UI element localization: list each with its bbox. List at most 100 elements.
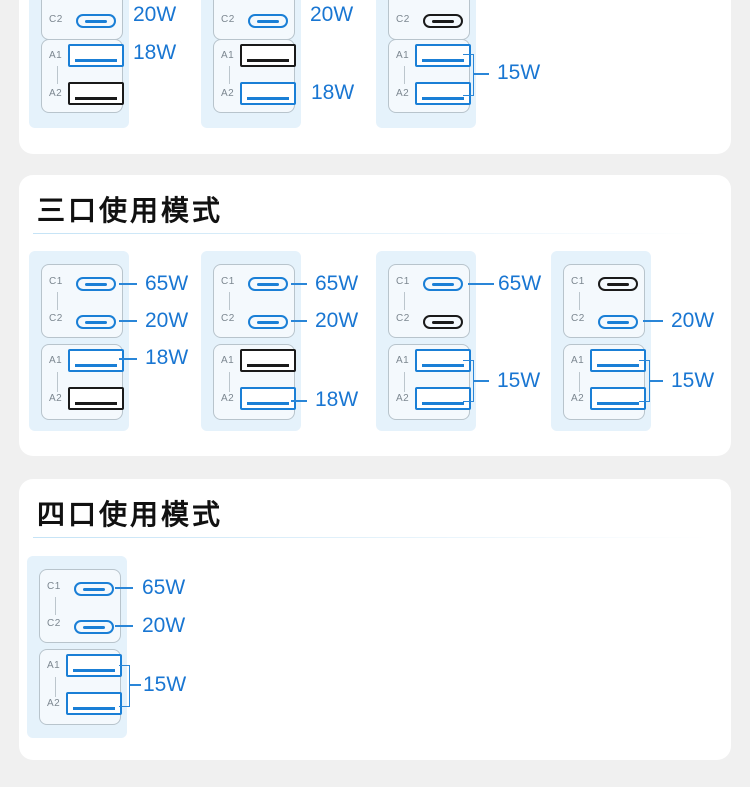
power-c1: 65W bbox=[145, 272, 189, 295]
type-a-port-group: A1 A2 bbox=[213, 344, 296, 420]
power-a2: 18W bbox=[311, 81, 355, 104]
port-label-a1: A1 bbox=[396, 50, 410, 61]
power-a2: 18W bbox=[315, 388, 359, 411]
power-a1-a2: 15W bbox=[143, 673, 187, 696]
usb-c-port-c2 bbox=[76, 315, 116, 329]
usb-c-port-c2 bbox=[248, 315, 288, 329]
usb-c-port-c2 bbox=[76, 14, 116, 28]
usb-c-port-c2 bbox=[74, 620, 114, 634]
port-label-a1: A1 bbox=[49, 50, 63, 61]
type-a-port-group: A1 A2 bbox=[39, 649, 122, 725]
usb-a-port-a1 bbox=[590, 349, 646, 372]
port-label-a2: A2 bbox=[396, 393, 410, 404]
usb-c-port-c2 bbox=[423, 315, 463, 329]
power-c1: 65W bbox=[498, 272, 542, 295]
mode-diagram: C2 A1 A2 bbox=[376, 0, 476, 128]
usb-a-port-a2 bbox=[240, 82, 296, 105]
type-c-port-group: C1 C2 bbox=[563, 264, 645, 338]
section-title: 三口使用模式 bbox=[37, 194, 224, 227]
port-label-a1: A1 bbox=[396, 355, 410, 366]
port-label-c2: C2 bbox=[571, 313, 585, 324]
usb-c-port-c1 bbox=[76, 277, 116, 291]
mode-diagram: C2 A1 A2 bbox=[201, 0, 301, 128]
power-c2: 20W bbox=[145, 309, 189, 332]
power-a1: 18W bbox=[145, 346, 189, 369]
usb-a-port-a1 bbox=[415, 44, 471, 67]
four-port-mode-card: 四口使用模式 C1 C2 A1 A2 65W 20W 15W bbox=[19, 479, 731, 760]
port-label-c1: C1 bbox=[47, 581, 61, 592]
type-c-port-group: C1 C2 bbox=[213, 264, 295, 338]
port-label-c2: C2 bbox=[49, 14, 63, 25]
power-c2: 20W bbox=[142, 614, 186, 637]
port-label-a2: A2 bbox=[49, 88, 63, 99]
type-c-port-group: C1 C2 bbox=[39, 569, 121, 643]
port-label-c2: C2 bbox=[396, 313, 410, 324]
type-a-port-group: A1 A2 bbox=[41, 39, 124, 113]
mode-diagram: C1 C2 A1 A2 bbox=[201, 251, 301, 431]
port-label-a2: A2 bbox=[221, 88, 235, 99]
usb-c-port-c2 bbox=[598, 315, 638, 329]
port-label-c2: C2 bbox=[47, 618, 61, 629]
type-a-port-group: A1 A2 bbox=[213, 39, 296, 113]
usb-a-port-a2 bbox=[415, 82, 471, 105]
two-port-mode-card: C2 A1 A2 20W 18W C2 A1 A2 20W 18W bbox=[19, 0, 731, 154]
usb-a-port-a1 bbox=[68, 44, 124, 67]
usb-a-port-a1 bbox=[240, 349, 296, 372]
usb-a-port-a2 bbox=[68, 82, 124, 105]
mode-diagram: C1 C2 A1 A2 bbox=[551, 251, 651, 431]
usb-a-port-a1 bbox=[68, 349, 124, 372]
usb-a-port-a1 bbox=[240, 44, 296, 67]
usb-c-port-c1 bbox=[248, 277, 288, 291]
usb-a-port-a2 bbox=[415, 387, 471, 410]
port-label-a1: A1 bbox=[571, 355, 585, 366]
port-label-a2: A2 bbox=[221, 393, 235, 404]
port-label-a2: A2 bbox=[396, 88, 410, 99]
usb-a-port-a2 bbox=[590, 387, 646, 410]
type-c-port-group: C1 C2 bbox=[41, 264, 123, 338]
port-label-c1: C1 bbox=[49, 276, 63, 287]
port-label-c2: C2 bbox=[49, 313, 63, 324]
power-c1: 65W bbox=[315, 272, 359, 295]
port-label-c2: C2 bbox=[396, 14, 410, 25]
three-port-mode-card: 三口使用模式 C1 C2 A1 A2 65W 20W 18W C1 C2 bbox=[19, 175, 731, 456]
port-label-c2: C2 bbox=[221, 14, 235, 25]
port-label-c2: C2 bbox=[221, 313, 235, 324]
usb-a-port-a2 bbox=[68, 387, 124, 410]
port-label-c1: C1 bbox=[221, 276, 235, 287]
usb-c-port-c1 bbox=[598, 277, 638, 291]
usb-c-port-c2 bbox=[423, 14, 463, 28]
port-label-a2: A2 bbox=[47, 698, 61, 709]
usb-a-port-a2 bbox=[240, 387, 296, 410]
mode-diagram: C1 C2 A1 A2 bbox=[27, 556, 127, 738]
type-c-port-group: C2 bbox=[41, 0, 123, 40]
power-a1-a2: 15W bbox=[671, 369, 715, 392]
power-c1: 65W bbox=[142, 576, 186, 599]
mode-diagram: C1 C2 A1 A2 bbox=[376, 251, 476, 431]
type-a-port-group: A1 A2 bbox=[41, 344, 124, 420]
port-label-a2: A2 bbox=[49, 393, 63, 404]
type-c-port-group: C2 bbox=[213, 0, 295, 40]
type-c-port-group: C2 bbox=[388, 0, 470, 40]
section-title: 四口使用模式 bbox=[37, 498, 224, 531]
power-a1-a2: 15W bbox=[497, 369, 541, 392]
usb-c-port-c1 bbox=[423, 277, 463, 291]
port-label-a1: A1 bbox=[49, 355, 63, 366]
type-c-port-group: C1 C2 bbox=[388, 264, 470, 338]
port-label-a1: A1 bbox=[47, 660, 61, 671]
type-a-port-group: A1 A2 bbox=[388, 39, 471, 113]
power-c2: 20W bbox=[315, 309, 359, 332]
power-a1: 18W bbox=[133, 41, 177, 64]
port-label-a1: A1 bbox=[221, 355, 235, 366]
port-label-c1: C1 bbox=[396, 276, 410, 287]
usb-a-port-a2 bbox=[66, 692, 122, 715]
usb-c-port-c2 bbox=[248, 14, 288, 28]
usb-c-port-c1 bbox=[74, 582, 114, 596]
port-label-a2: A2 bbox=[571, 393, 585, 404]
mode-diagram: C2 A1 A2 bbox=[29, 0, 129, 128]
power-c2: 20W bbox=[310, 3, 354, 26]
mode-diagram: C1 C2 A1 A2 bbox=[29, 251, 129, 431]
type-a-port-group: A1 A2 bbox=[388, 344, 471, 420]
port-label-a1: A1 bbox=[221, 50, 235, 61]
usb-a-port-a1 bbox=[66, 654, 122, 677]
power-c2: 20W bbox=[133, 3, 177, 26]
